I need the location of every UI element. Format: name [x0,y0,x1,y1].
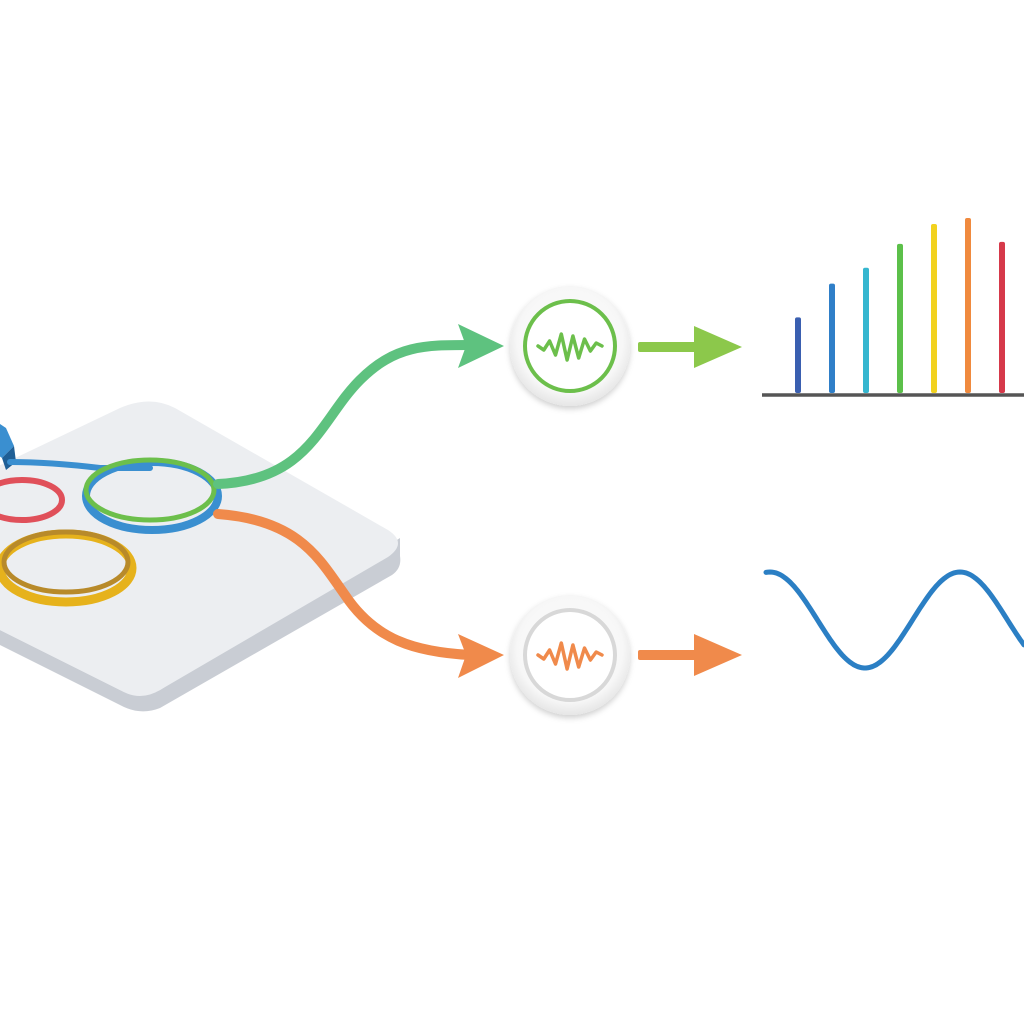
sine-output-chart [763,569,1024,671]
lower-output-arrowhead [458,634,504,678]
lower-detector [510,595,630,715]
spectrum-bar [999,241,1005,393]
spectrum-bar [829,283,835,393]
spectrum-bar [897,243,903,393]
photonic-chip [0,401,401,712]
lower-output-path [213,509,475,660]
gold-ring-inner [1,529,131,595]
green-ring [83,457,217,523]
lower-output-arrow [638,634,742,676]
upper-output-arrowhead [458,324,504,368]
spectrum-bar [931,223,937,393]
spectrum-bar [795,317,801,393]
bus-waveguide [7,459,153,471]
spectrum-bar [965,218,971,393]
chip-top [0,401,398,696]
ring-resonators [0,457,222,607]
red-ring [0,477,65,523]
upper-output-path [213,340,475,489]
spectrum-bar [863,267,869,393]
chip-side [0,538,401,712]
sine-series-line [763,569,1024,671]
waveform-icon [536,641,604,671]
spectrum-bar-chart [762,218,1024,397]
waveform-icon [536,332,604,362]
upper-output-arrow [638,326,742,368]
upper-detector [510,286,630,406]
